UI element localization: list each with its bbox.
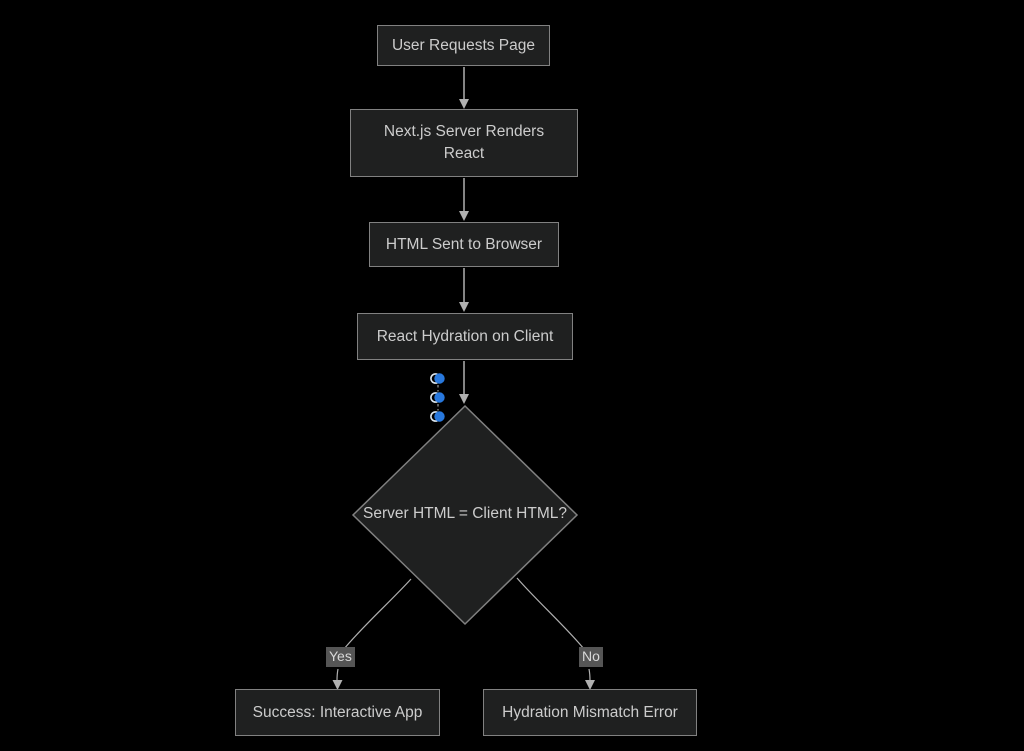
node-label-line: React <box>443 145 485 162</box>
arrowhead-down-icon <box>459 211 469 221</box>
edge-no-branch-tail <box>588 668 591 682</box>
edge-label-no: No <box>579 647 603 667</box>
edge-yes-branch <box>343 578 412 650</box>
node-user-requests-page: User Requests Page <box>377 25 550 66</box>
node-react-hydration-on-client: React Hydration on Client <box>357 313 573 360</box>
node-html-sent-to-browser: HTML Sent to Browser <box>369 222 559 267</box>
node-decision-label: Server HTML = Client HTML? <box>363 505 567 522</box>
node-hydration-mismatch-error: Hydration Mismatch Error <box>483 689 697 736</box>
node-success-interactive-app: Success: Interactive App <box>235 689 440 736</box>
arrowhead-down-icon <box>332 680 343 690</box>
node-label: Success: Interactive App <box>252 703 423 721</box>
node-label: React Hydration on Client <box>376 327 554 345</box>
edge-label-yes: Yes <box>326 647 355 667</box>
decision-diamond-shape <box>351 404 579 626</box>
selection-handle-dot[interactable] <box>430 392 445 403</box>
arrowhead-down-icon <box>585 680 595 690</box>
arrowhead-down-icon <box>459 302 469 312</box>
selection-handle-dot[interactable] <box>430 411 445 422</box>
arrowhead-down-icon <box>459 99 469 109</box>
node-label: User Requests Page <box>391 36 536 54</box>
arrowhead-down-icon <box>459 394 469 404</box>
node-label: Hydration Mismatch Error <box>502 703 678 721</box>
edge-yes-branch-tail <box>336 668 339 682</box>
node-nextjs-server-renders-react: Next.js Server Renders React <box>350 109 578 177</box>
node-label: HTML Sent to Browser <box>385 235 543 253</box>
node-label-line: Next.js Server Renders <box>383 123 545 141</box>
selection-handle-dot[interactable] <box>430 373 445 384</box>
edge-no-branch <box>516 577 585 650</box>
